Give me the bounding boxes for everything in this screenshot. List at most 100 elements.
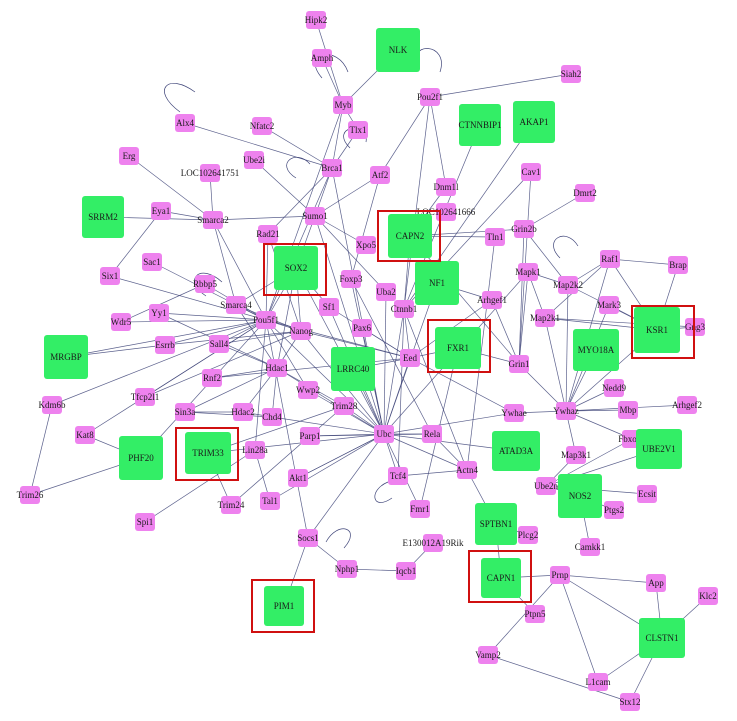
- node-NOS2[interactable]: NOS2: [558, 474, 602, 518]
- node-Ctnnb1[interactable]: Ctnnb1: [391, 300, 418, 318]
- node-Grin1[interactable]: Grin1: [509, 355, 530, 373]
- node-Mapk1[interactable]: Mapk1: [515, 263, 541, 281]
- node-Smarca2[interactable]: Smarca2: [197, 211, 229, 229]
- node-KSR1[interactable]: KSR1: [634, 307, 680, 353]
- node-Hipk2[interactable]: Hipk2: [305, 11, 328, 29]
- node-Myb[interactable]: Myb: [333, 96, 353, 114]
- node-Map3k1[interactable]: Map3k1: [561, 446, 591, 464]
- node-Ywhae[interactable]: Ywhae: [501, 404, 527, 422]
- node-Rad21[interactable]: Rad21: [256, 225, 280, 243]
- node-TRIM33[interactable]: TRIM33: [185, 432, 231, 474]
- node-Uba2[interactable]: Uba2: [376, 283, 396, 301]
- node-Ptpn5[interactable]: Ptpn5: [524, 605, 546, 623]
- node-ATAD3A[interactable]: ATAD3A: [492, 431, 540, 471]
- node-Pou5f1[interactable]: Pou5f1: [253, 311, 279, 329]
- node-Actn4[interactable]: Actn4: [456, 461, 478, 479]
- node-Map2k1[interactable]: Map2k1: [530, 309, 560, 327]
- node-Tal1[interactable]: Tal1: [260, 492, 280, 510]
- node-NF1[interactable]: NF1: [415, 261, 459, 305]
- node-Spi1[interactable]: Spi1: [135, 513, 155, 531]
- node-LOC102641751[interactable]: LOC102641751: [181, 164, 240, 182]
- node-CTNNBIP1[interactable]: CTNNBIP1: [458, 104, 502, 146]
- node-Wwp2[interactable]: Wwp2: [296, 381, 320, 399]
- node-Nphp1[interactable]: Nphp1: [335, 560, 360, 578]
- node-Wdr5[interactable]: Wdr5: [111, 313, 132, 331]
- node-Ptgs2[interactable]: Ptgs2: [604, 501, 624, 519]
- node-Nedd9[interactable]: Nedd9: [602, 379, 626, 397]
- node-Trim24[interactable]: Trim24: [218, 496, 245, 514]
- node-Eya1[interactable]: Eya1: [151, 202, 171, 220]
- node-Tfcp2l1[interactable]: Tfcp2l1: [131, 388, 160, 406]
- node-Arhgef1[interactable]: Arhgef1: [477, 291, 507, 309]
- node-SRRM2[interactable]: SRRM2: [82, 196, 124, 238]
- node-AKAP1[interactable]: AKAP1: [513, 101, 555, 143]
- node-Cav1[interactable]: Cav1: [521, 163, 541, 181]
- node-L1cam[interactable]: L1cam: [586, 673, 611, 691]
- node-Akt1[interactable]: Akt1: [288, 469, 308, 487]
- node-Kat8[interactable]: Kat8: [75, 426, 95, 444]
- node-Arhgef2[interactable]: Arhgef2: [672, 396, 702, 414]
- node-CAPN1[interactable]: CAPN1: [481, 558, 521, 598]
- node-App[interactable]: App: [646, 574, 666, 592]
- node-Siah2[interactable]: Siah2: [561, 65, 582, 83]
- node-Klc2[interactable]: Klc2: [698, 587, 718, 605]
- node-Pou2f1[interactable]: Pou2f1: [417, 88, 443, 106]
- node-Dmrt2[interactable]: Dmrt2: [573, 184, 597, 202]
- node-Hdac1[interactable]: Hdac1: [265, 359, 289, 377]
- node-Grin2b[interactable]: Grin2b: [511, 220, 537, 238]
- node-MRGBP[interactable]: MRGBP: [44, 335, 88, 379]
- node-Lin28a[interactable]: Lin28a: [242, 441, 268, 459]
- node-Chd4[interactable]: Chd4: [262, 408, 282, 426]
- node-Tcf4[interactable]: Tcf4: [388, 467, 408, 485]
- node-UBE2V1[interactable]: UBE2V1: [636, 429, 682, 469]
- node-Socs1[interactable]: Socs1: [297, 529, 319, 547]
- node-Tln1[interactable]: Tln1: [485, 228, 505, 246]
- node-Pax6[interactable]: Pax6: [352, 319, 372, 337]
- node-Alx4[interactable]: Alx4: [175, 114, 195, 132]
- node-Hdac2[interactable]: Hdac2: [231, 403, 255, 421]
- node-Sf1[interactable]: Sf1: [319, 298, 339, 316]
- node-Amph[interactable]: Amph: [311, 49, 334, 67]
- node-Camkk1[interactable]: Camkk1: [575, 538, 606, 556]
- node-MYO18A[interactable]: MYO18A: [573, 329, 619, 371]
- node-Six1[interactable]: Six1: [100, 267, 120, 285]
- node-Atf2[interactable]: Atf2: [370, 166, 390, 184]
- node-Map2k2[interactable]: Map2k2: [553, 276, 583, 294]
- node-PHF20[interactable]: PHF20: [119, 436, 163, 480]
- node-Brca1[interactable]: Brca1: [321, 159, 343, 177]
- node-Ube2i[interactable]: Ube2i: [243, 151, 265, 169]
- node-Trim26[interactable]: Trim26: [17, 486, 44, 504]
- node-CLSTN1[interactable]: CLSTN1: [639, 618, 685, 658]
- node-Foxp3[interactable]: Foxp3: [339, 270, 363, 288]
- node-Sall4[interactable]: Sall4: [209, 335, 229, 353]
- node-Vamp2[interactable]: Vamp2: [475, 646, 501, 664]
- node-Prnp[interactable]: Prnp: [550, 566, 570, 584]
- node-Smarca4[interactable]: Smarca4: [220, 296, 252, 314]
- node-Iqcb1[interactable]: Iqcb1: [396, 562, 417, 580]
- node-SPTBN1[interactable]: SPTBN1: [475, 503, 517, 545]
- node-Fmr1[interactable]: Fmr1: [410, 500, 430, 518]
- node-Ubc[interactable]: Ubc: [374, 425, 394, 443]
- node-Ube2n[interactable]: Ube2n: [534, 477, 558, 495]
- node-Sin3a[interactable]: Sin3a: [175, 403, 196, 421]
- node-Raf1[interactable]: Raf1: [600, 250, 620, 268]
- node-Rnf2[interactable]: Rnf2: [202, 369, 222, 387]
- node-CAPN2[interactable]: CAPN2: [388, 214, 432, 258]
- node-Stx12[interactable]: Stx12: [619, 693, 641, 711]
- node-Sac1[interactable]: Sac1: [142, 253, 162, 271]
- node-Dnm1l[interactable]: Dnm1l: [433, 178, 459, 196]
- node-Eed[interactable]: Eed: [400, 349, 420, 367]
- node-Mbp[interactable]: Mbp: [618, 401, 638, 419]
- node-Nfatc2[interactable]: Nfatc2: [250, 117, 275, 135]
- node-Kdm6b[interactable]: Kdm6b: [39, 396, 67, 414]
- node-Tlx1[interactable]: Tlx1: [348, 121, 368, 139]
- node-Yy1[interactable]: Yy1: [149, 304, 169, 322]
- node-NLK[interactable]: NLK: [376, 28, 420, 72]
- node-Gng3[interactable]: Gng3: [685, 318, 705, 336]
- node-FXR1[interactable]: FXR1: [435, 327, 481, 369]
- node-Rela[interactable]: Rela: [422, 425, 442, 443]
- node-Rbbp5[interactable]: Rbbp5: [193, 275, 218, 293]
- node-Ywhaz[interactable]: Ywhaz: [553, 402, 579, 420]
- node-Nanog[interactable]: Nanog: [289, 322, 313, 340]
- node-Esrrb[interactable]: Esrrb: [155, 336, 175, 354]
